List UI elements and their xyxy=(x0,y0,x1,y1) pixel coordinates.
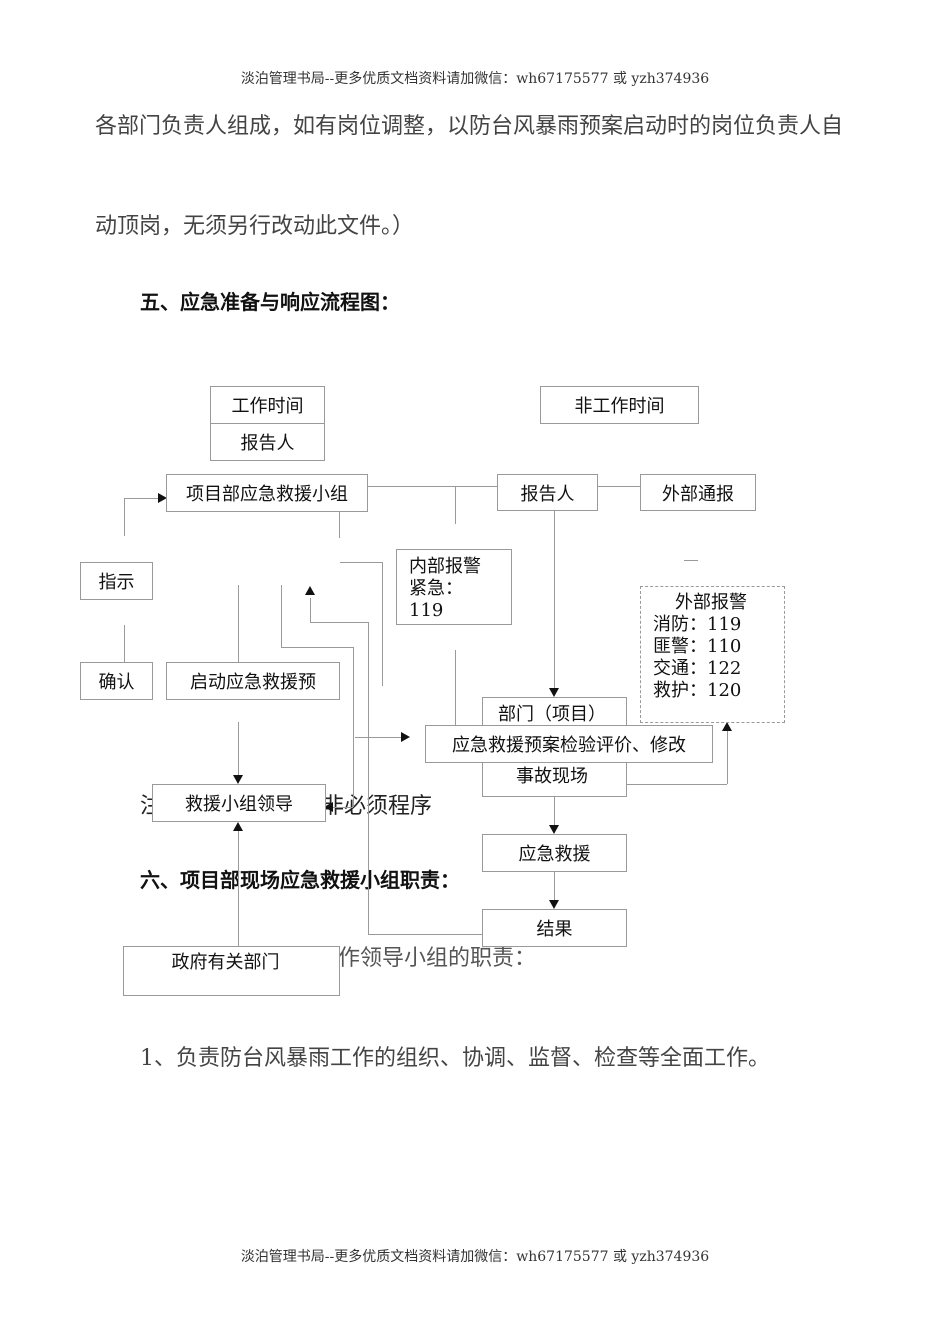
rescue-leader-box: 救援小组领导 xyxy=(152,784,326,822)
section-6-heading: 六、项目部现场应急救援小组职责： xyxy=(140,868,460,892)
connector xyxy=(310,622,368,623)
note-suffix: 非必须程序 xyxy=(322,794,433,819)
connector xyxy=(340,562,382,563)
external-alarm-title: 外部报警 xyxy=(675,592,747,613)
reporter-right-box: 报告人 xyxy=(497,474,598,511)
paragraph-line-2: 动顶岗，无须另行改动此文件。） xyxy=(95,214,415,239)
external-alarm-police: 匪警：110 xyxy=(653,636,742,657)
internal-alarm-line-3: 119 xyxy=(409,600,444,621)
connector xyxy=(340,486,640,487)
list-item-1: 1、负责防台风暴雨工作的组织、协调、监督、检查等全面工作。 xyxy=(140,1040,770,1072)
external-alarm-traffic: 交通：122 xyxy=(653,658,742,679)
arrow-right xyxy=(158,493,167,503)
connector xyxy=(238,585,239,662)
connector xyxy=(238,722,239,777)
connector xyxy=(554,797,555,825)
arrow-up xyxy=(305,586,315,595)
accident-site-label: 事故现场 xyxy=(516,766,588,787)
connector xyxy=(554,872,555,900)
start-plan-box: 启动应急救援预 xyxy=(166,662,340,700)
project-team-box: 项目部应急救援小组 xyxy=(166,474,368,512)
connector xyxy=(238,831,239,946)
external-notify-box: 外部通报 xyxy=(640,474,756,511)
reporter-left-box: 报告人 xyxy=(210,423,325,461)
internal-alarm-line-2: 紧急： xyxy=(409,578,463,599)
connector xyxy=(554,511,555,688)
arrow-up xyxy=(233,822,243,831)
internal-alarm-box: 内部报警 紧急： 119 xyxy=(396,549,512,625)
arrow-down xyxy=(549,900,559,909)
connector xyxy=(339,511,340,538)
section-5-heading: 五、应急准备与响应流程图： xyxy=(140,290,400,314)
confirm-box: 确认 xyxy=(80,662,153,700)
connector xyxy=(727,731,728,784)
connector xyxy=(455,650,456,725)
page-footer: 淡泊管理书局--更多优质文档资料请加微信：wh67175577 或 yzh374… xyxy=(240,1249,710,1265)
external-alarm-box: 外部报警 消防：119 匪警：110 交通：122 救护：120 xyxy=(640,586,785,723)
plan-review-box: 应急救援预案检验评价、修改 xyxy=(425,725,713,763)
arrow-down xyxy=(233,775,243,784)
internal-alarm-line-1: 内部报警 xyxy=(409,556,481,577)
connector xyxy=(353,647,354,807)
external-alarm-ambulance: 救护：120 xyxy=(653,680,742,701)
connector xyxy=(684,560,698,561)
connector xyxy=(627,784,727,785)
connector xyxy=(355,737,401,738)
list-item-number: 1 xyxy=(140,1046,154,1071)
connector xyxy=(124,498,125,536)
external-alarm-fire: 消防：119 xyxy=(653,614,742,635)
emergency-rescue-box: 应急救援 xyxy=(482,834,627,872)
department-label: 部门（项目） xyxy=(498,704,606,725)
arrow-down xyxy=(549,688,559,697)
paragraph-line-1: 各部门负责人组成，如有岗位调整，以防台风暴雨预案启动时的岗位负责人自 xyxy=(95,114,844,139)
connector xyxy=(124,498,160,499)
government-label: 政府有关部门 xyxy=(171,952,280,973)
arrow-up xyxy=(722,722,732,731)
arrow-right xyxy=(401,732,410,742)
connector xyxy=(368,934,483,935)
page-header: 淡泊管理书局--更多优质文档资料请加微信：wh67175577 或 yzh374… xyxy=(240,71,710,87)
connector xyxy=(368,622,369,934)
arrow-down xyxy=(549,825,559,834)
connector xyxy=(281,647,353,648)
arrow-left xyxy=(324,802,333,812)
non-work-time-box: 非工作时间 xyxy=(540,386,699,424)
connector xyxy=(281,585,282,647)
list-item-text: 、负责防台风暴雨工作的组织、协调、监督、检查等全面工作。 xyxy=(154,1046,771,1071)
connector xyxy=(124,625,125,662)
connector xyxy=(382,562,383,686)
government-box: 政府有关部门 xyxy=(123,946,340,996)
connector xyxy=(333,807,353,808)
instruct-box: 指示 xyxy=(80,562,153,600)
result-box: 结果 xyxy=(482,909,627,947)
work-time-box: 工作时间 xyxy=(210,386,325,424)
connector xyxy=(310,598,311,622)
connector xyxy=(455,486,456,524)
